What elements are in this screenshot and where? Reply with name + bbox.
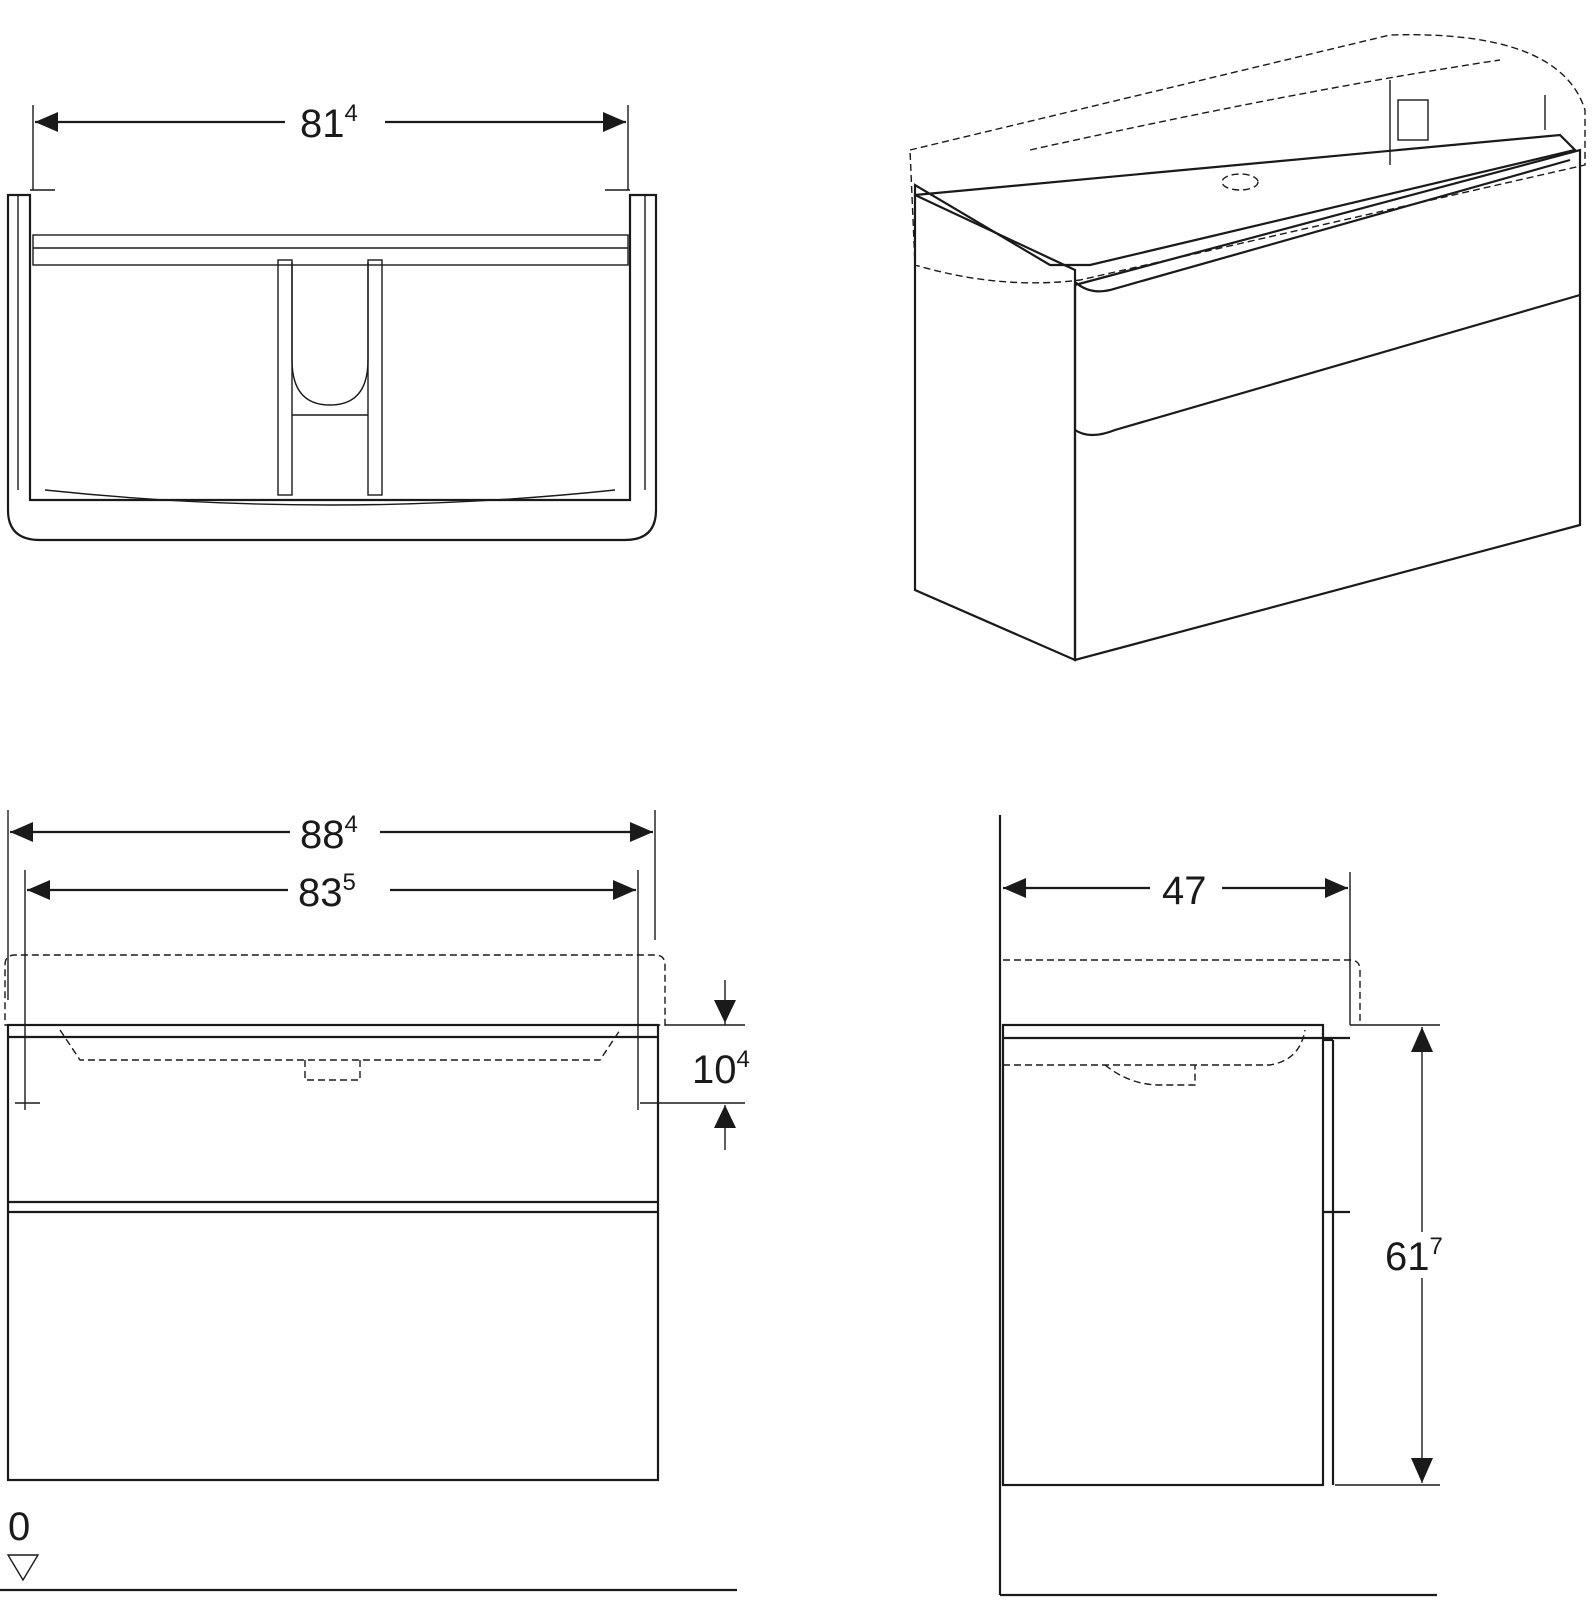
dim-top-width: 814: [300, 100, 358, 146]
dim-depth: 47: [1162, 869, 1207, 913]
dim-overall-width: 884: [300, 811, 358, 857]
floor-level-label: 0: [8, 1505, 30, 1549]
top-view: 814: [6, 100, 658, 542]
dim-height: 617: [1385, 1233, 1443, 1279]
dim-inner-width: 835: [298, 869, 356, 915]
dim-basin-depth: 104: [692, 1046, 750, 1092]
side-view: 47 617: [998, 815, 1450, 1597]
floor-level-icon: [6, 1554, 40, 1582]
front-view: 884 835 104 0: [0, 810, 750, 1592]
iso-view: [909, 34, 1586, 662]
